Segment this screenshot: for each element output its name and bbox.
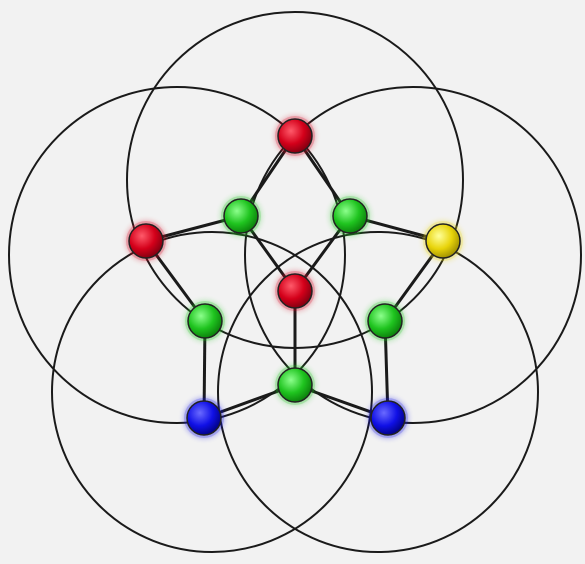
circle-lower-left: [51, 231, 373, 553]
node-green-n-g-upper-left: [223, 198, 259, 234]
node-green-n-g-upper-right: [332, 198, 368, 234]
circle-upper-left: [8, 86, 346, 424]
node-yellow-n-right: [425, 223, 461, 259]
node-red-n-left: [128, 223, 164, 259]
circle-lower-right: [217, 231, 539, 553]
node-green-n-g-mid-left: [187, 303, 223, 339]
node-blue-n-blue-left: [186, 400, 222, 436]
node-blue-n-blue-right: [370, 400, 406, 436]
node-green-n-g-bottom: [277, 367, 313, 403]
node-green-n-g-mid-right: [367, 303, 403, 339]
nodes-layer: [126, 116, 463, 438]
node-red-n-top: [277, 118, 313, 154]
node-red-n-center: [277, 273, 313, 309]
circle-upper-right: [244, 86, 582, 424]
